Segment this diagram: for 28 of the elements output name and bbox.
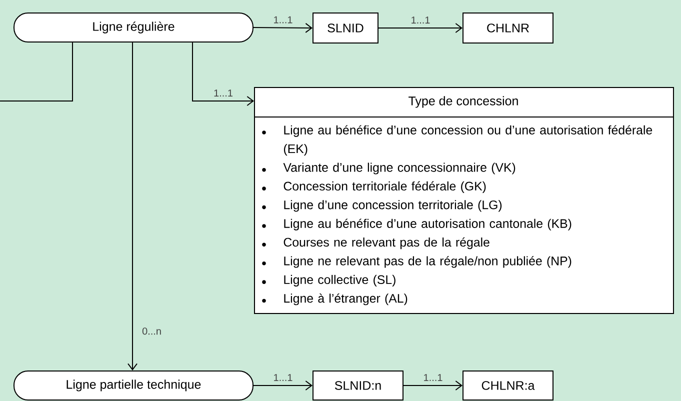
arrow [253,380,312,390]
rounded-box: Ligne régulière [14,12,254,42]
box: SLNID:n [312,370,404,400]
arrow [253,22,312,33]
list-item: Ligne au bénéfice d’une autorisation cantonale (KB) [284,218,572,230]
arrow [192,42,254,106]
arrow [128,42,138,370]
list-item: Ligne au bénéfice d’une concession ou d’une autorisation fédérale (EK) [284,125,652,156]
list-item: Ligne d’une concession territoriale (LG) [284,200,502,212]
list-item: Concession territoriale fédérale (GK) [284,181,486,193]
list-box: Type de concession Ligne au bénéfice d’une concession ou d’une autorisation fédérale (EK) Variante d’une ligne concessionnaire (VK) Concession territoriale fédérale (GK) Ligne d’une concession territoriale (LG) Ligne au bénéfice d’une autorisation cantonale (KB) Courses ne relevant pas de la régale Ligne ne relevant pas de la régale/non publiée (NP) Ligne collective (SL) Ligne à l’étranger (AL) [254,87,674,314]
rounded-box: Ligne partielle technique [14,370,254,400]
list-item: Courses ne relevant pas de la régale [284,237,490,250]
box: CHLNR:a [462,370,554,400]
list-item: Ligne ne relevant pas de la régale/non publiée (NP) [284,256,572,268]
edge-label: 1...1 [274,374,292,381]
box: SLNID [312,12,378,44]
edge-label: 1...1 [274,16,292,24]
edge-label: 1...1 [412,16,430,24]
arrow [378,23,462,33]
edge-label: 1...1 [424,374,442,381]
list-item: Ligne à l’étranger (AL) [284,293,408,306]
box: CHLNR [462,12,554,44]
arrow [403,380,462,390]
edge-label: 0...n [142,328,161,335]
list-item: Ligne collective (SL) [284,274,396,286]
edge-label: 1...1 [214,90,232,96]
list-item: Variante d’une ligne concessionnaire (VK) [283,162,516,174]
